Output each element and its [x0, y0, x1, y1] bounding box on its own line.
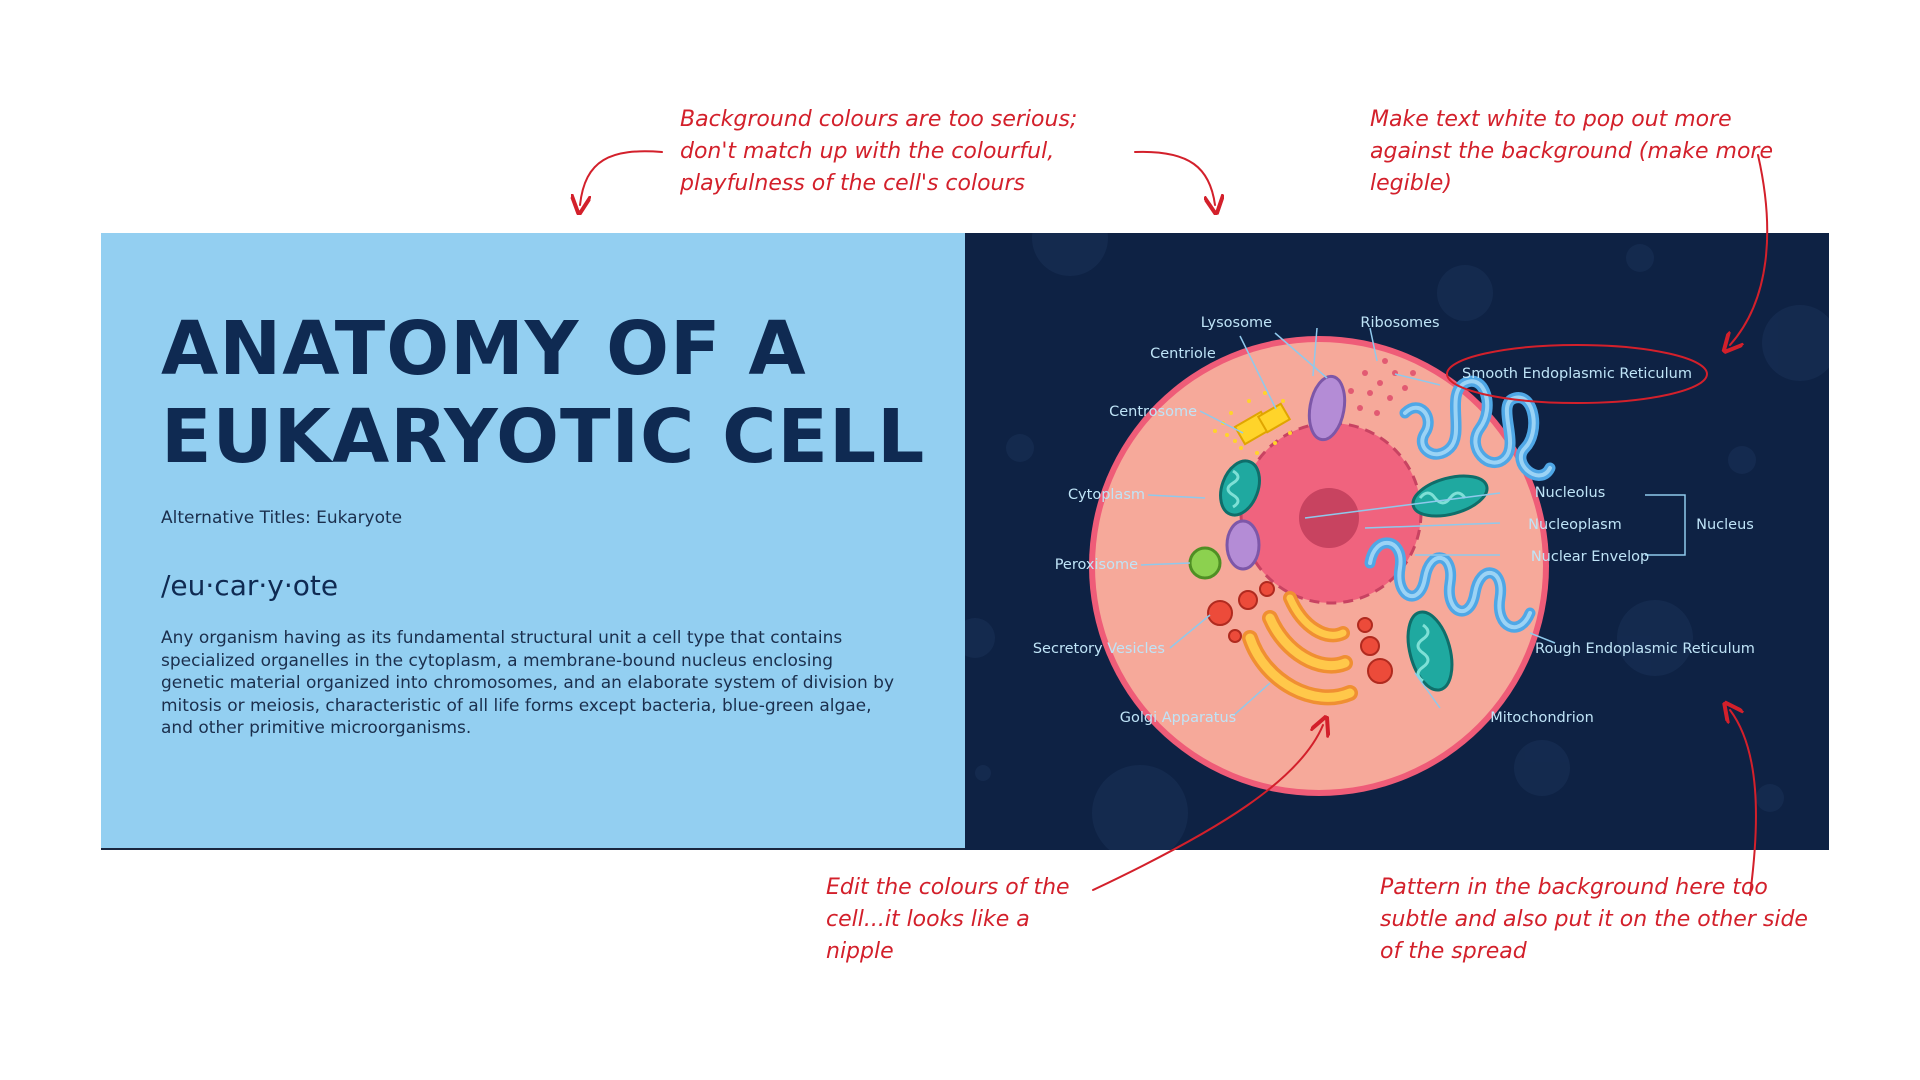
leader-lines [1140, 327, 1686, 717]
arrow-to-left-page [580, 150, 663, 205]
pronunciation: /eu·car·y·ote [161, 569, 339, 602]
right-page: Lysosome Ribosomes Centriole Smooth Endo… [965, 233, 1829, 850]
ribosome-dots [1348, 358, 1416, 416]
title-line-2: EUKARYOTIC CELL [161, 394, 926, 480]
secretory-vesicles-organelle [1207, 581, 1393, 684]
label-nuclear-envelop: Nuclear Envelop [1531, 549, 1649, 565]
annotation-background-colours: Background colours are too serious; don'… [680, 107, 1078, 196]
lysosome-organelle [1307, 374, 1347, 442]
label-nucleolus: Nucleolus [1535, 485, 1606, 501]
centriole-organelle [1213, 391, 1292, 455]
magazine-spread: ANATOMY OF A EUKARYOTIC CELL Alternative… [101, 233, 1829, 850]
peroxisome-organelle [1188, 546, 1222, 580]
label-nucleus: Nucleus [1696, 517, 1754, 533]
left-page: ANATOMY OF A EUKARYOTIC CELL Alternative… [101, 233, 965, 850]
label-secretory-vesicles: Secretory Vesicles [1033, 641, 1165, 657]
golgi-organelle [1242, 591, 1358, 706]
label-peroxisome: Peroxisome [1055, 557, 1138, 573]
label-nucleoplasm: Nucleoplasm [1528, 517, 1622, 533]
title-line-1: ANATOMY OF A [161, 306, 807, 392]
label-ribosomes: Ribosomes [1360, 315, 1439, 331]
label-mitochondrion: Mitochondrion [1490, 710, 1594, 726]
alternative-titles: Alternative Titles: Eukaryote [161, 508, 403, 528]
vacuole-organelle [1225, 519, 1261, 571]
annotation-text-white: Make text white to pop out more against … [1370, 107, 1773, 196]
page-title: ANATOMY OF A EUKARYOTIC CELL [161, 305, 941, 481]
labels: Lysosome Ribosomes Centriole Smooth Endo… [1033, 315, 1755, 726]
smooth-er-highlight-circle [1446, 344, 1708, 404]
label-golgi: Golgi Apparatus [1120, 710, 1236, 726]
label-rough-er: Rough Endoplasmic Reticulum [1535, 641, 1755, 657]
label-centriole: Centriole [1150, 346, 1216, 362]
label-cytoplasm: Cytoplasm [1068, 487, 1145, 503]
label-lysosome: Lysosome [1201, 315, 1272, 331]
label-centrosome: Centrosome [1109, 404, 1197, 420]
annotation-cell-colours: Edit the colours of the cell...it looks … [826, 875, 1070, 964]
annotation-pattern: Pattern in the background here too subtl… [1380, 875, 1808, 964]
cell-diagram: Lysosome Ribosomes Centriole Smooth Endo… [965, 233, 1829, 850]
arrow-to-right-page [1134, 150, 1215, 205]
definition-text: Any organism having as its fundamental s… [161, 628, 895, 738]
label-smooth-er: Smooth Endoplasmic Reticulum [1462, 366, 1692, 382]
mitochondrion-organelle [1219, 459, 1489, 692]
